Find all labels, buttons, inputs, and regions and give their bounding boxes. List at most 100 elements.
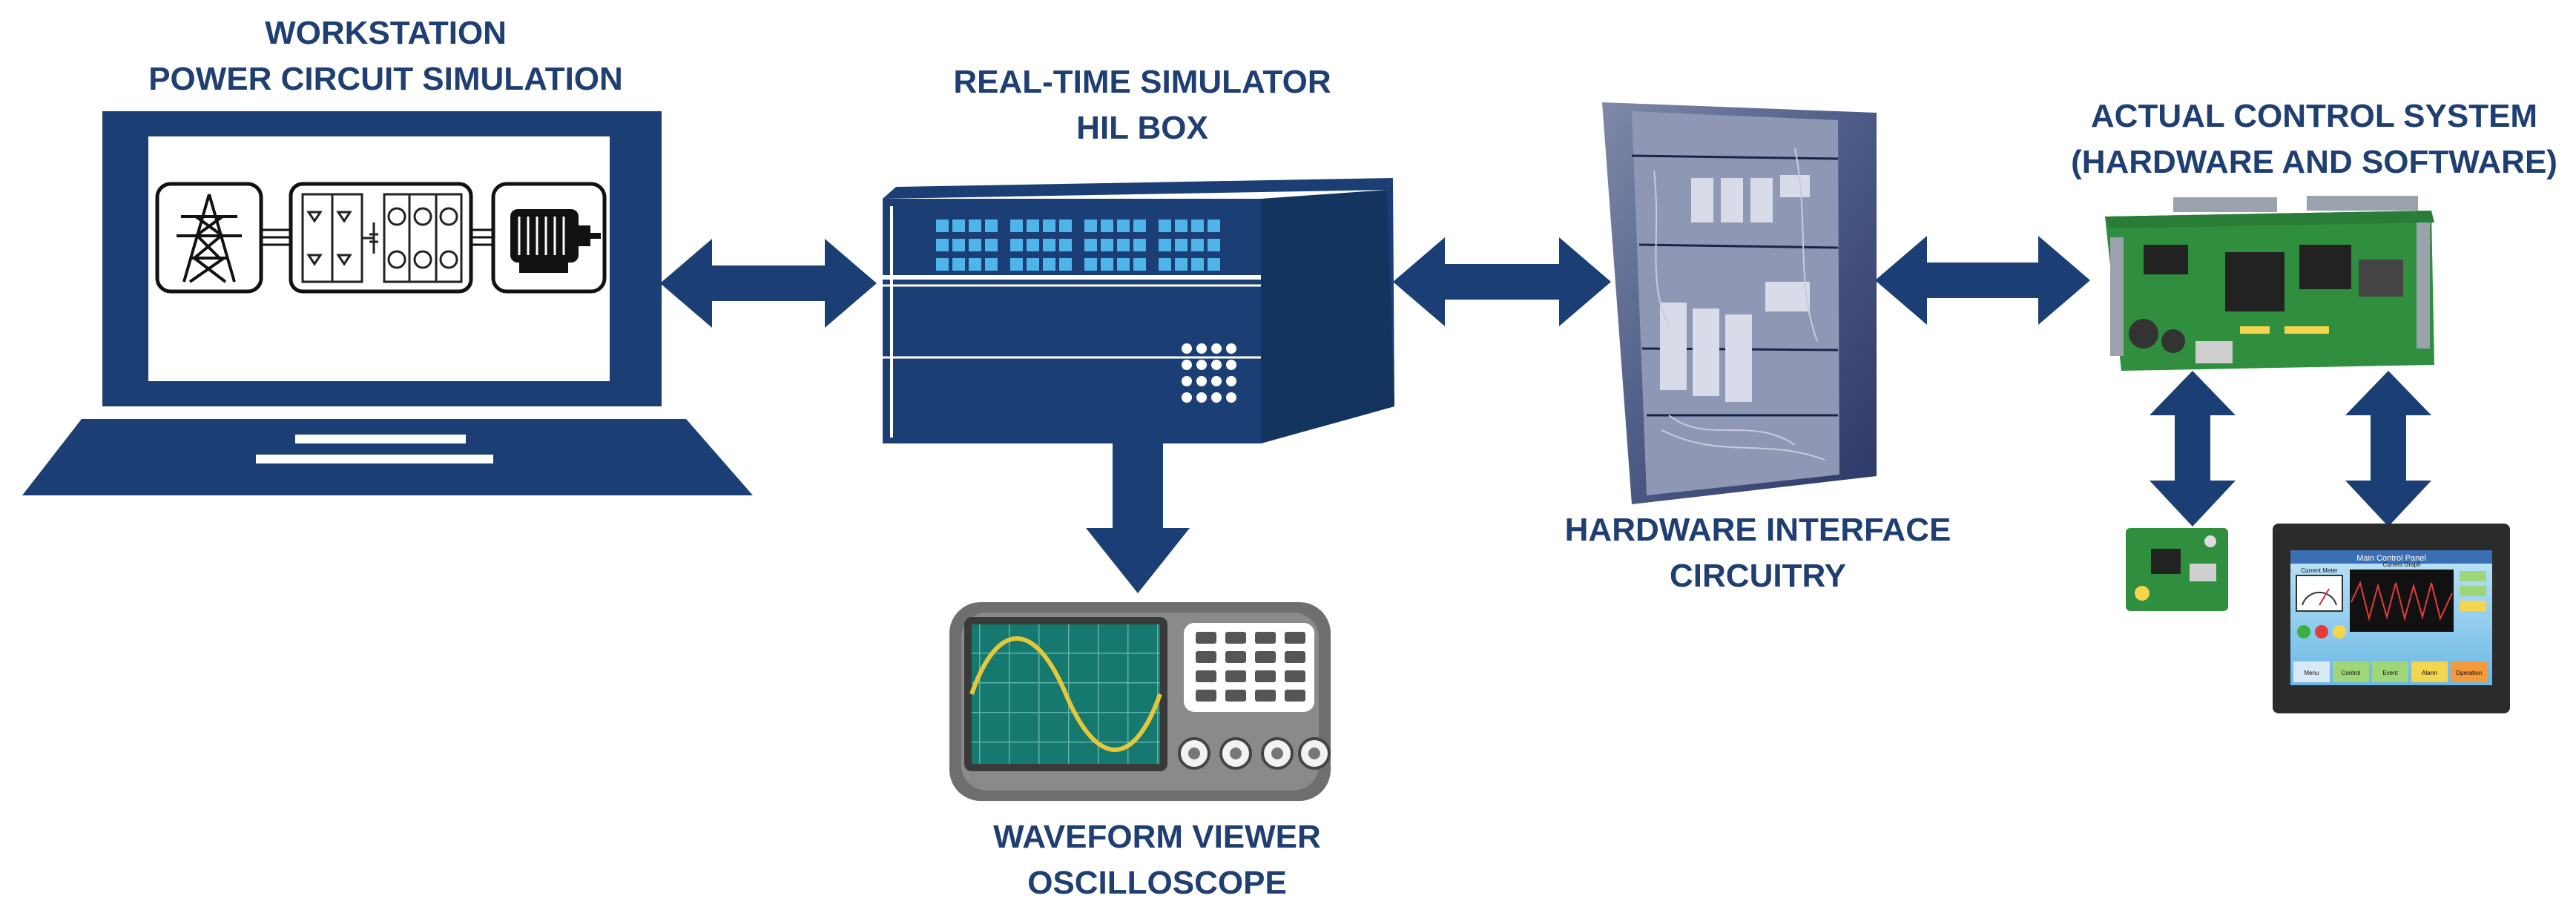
hil-button [1196,343,1207,354]
hmi-button [2451,661,2487,682]
hil-led [1010,258,1023,271]
arrow-board-hmi [2345,371,2431,527]
scope-key [1255,632,1276,644]
hil-led [1084,258,1097,271]
scope-connector-core [1308,748,1320,759]
hil-led [1101,258,1113,271]
hil-led [1027,220,1039,232]
workstation-label: WORKSTATION POWER CIRCUIT SIMULATION [67,10,705,102]
hmi-button-label: Event [2382,670,2398,676]
hil-led [1133,220,1146,232]
scope-key [1225,690,1246,702]
hmi-button [2372,661,2408,682]
interface-label: HARDWARE INTERFACE CIRCUITRY [1528,507,1988,599]
scope-key [1285,651,1305,663]
hmi-button-label: Operation [2456,670,2482,676]
hil-led [1010,239,1023,251]
hil-led [1101,239,1113,251]
hmi-button-label: Control [2342,670,2361,676]
simulator-label-line1: REAL-TIME SIMULATOR [953,64,1331,100]
hil-led [952,220,965,232]
scope-key [1196,632,1216,644]
hil-led [936,258,949,271]
hmi-meter-label: Current Meter [2301,567,2338,574]
laptop-icon [22,111,753,495]
transmission-tower-icon [155,182,263,294]
hil-button [1182,360,1192,370]
scope-connector-core [1271,748,1283,759]
viewer-label-line1: WAVEFORM VIEWER [993,819,1321,855]
hil-button-grid [1182,343,1236,403]
tower-lines [261,228,493,246]
hil-button [1182,376,1192,386]
scope-key [1255,670,1276,682]
hil-led [1084,239,1097,251]
hil-led-panel [936,220,1220,271]
hil-led [1043,258,1055,271]
scope-key [1255,651,1276,663]
hmi-button-label: Alarm [2422,670,2437,676]
hil-led [936,220,949,232]
scope-key [1225,632,1246,644]
hil-button [1211,343,1222,354]
hil-button [1211,392,1222,403]
hil-led [1175,258,1187,271]
hil-led [1159,239,1171,251]
hil-led [985,220,998,232]
hil-button [1182,392,1192,403]
hil-button [1196,376,1207,386]
hil-led [1101,220,1113,232]
hil-led [1059,220,1072,232]
control-label: ACTUAL CONTROL SYSTEM (HARDWARE AND SOFT… [2055,93,2574,185]
workstation-label-line2: POWER CIRCUIT SIMULATION [148,61,623,97]
scope-connector-core [1188,748,1200,759]
scope-key [1255,690,1276,702]
hil-led [1159,258,1171,271]
control-board-photo [2105,196,2434,371]
hil-led [1208,258,1220,271]
hil-button [1211,376,1222,386]
hil-button [1182,343,1192,354]
hil-led [1043,220,1055,232]
interface-label-line2: CIRCUITRY [1670,558,1846,594]
simulator-label: REAL-TIME SIMULATOR HIL BOX [875,59,1409,151]
hil-led [1117,220,1130,232]
hil-led [1059,258,1072,271]
scope-key [1196,690,1216,702]
hil-led [1175,220,1187,232]
arrow-interface-control [1875,236,2090,325]
arrow-simulator-interface [1393,237,1611,326]
hil-led [1010,220,1023,232]
hil-led [969,258,981,271]
hmi-button [2293,661,2330,682]
hmi-button [2411,661,2448,682]
hil-button [1226,392,1236,403]
scope-key [1225,670,1246,682]
hil-led [1117,258,1130,271]
interface-cabinet-photo [1602,102,1877,504]
hil-led [1027,239,1039,251]
control-label-line1: ACTUAL CONTROL SYSTEM [2090,98,2538,134]
hil-led [1043,239,1055,251]
hil-button [1226,376,1236,386]
hil-button [1226,343,1236,354]
hil-led [952,258,965,271]
hil-led [969,220,981,232]
scope-key [1285,670,1305,682]
interface-label-line1: HARDWARE INTERFACE [1564,512,1951,548]
hil-led [936,239,949,251]
hil-led [1117,239,1130,251]
scope-key [1285,632,1305,644]
arrow-simulator-scope [1086,412,1190,593]
hil-led [1175,239,1187,251]
hil-led [1208,239,1220,251]
sine-wave [969,636,1162,752]
hil-led [952,239,965,251]
hmi-graph-label: Current Graph [2382,561,2420,568]
hil-led [985,258,998,271]
scope-key [1196,670,1216,682]
hil-led [1159,220,1171,232]
hil-button [1226,360,1236,370]
scope-key [1196,651,1216,663]
